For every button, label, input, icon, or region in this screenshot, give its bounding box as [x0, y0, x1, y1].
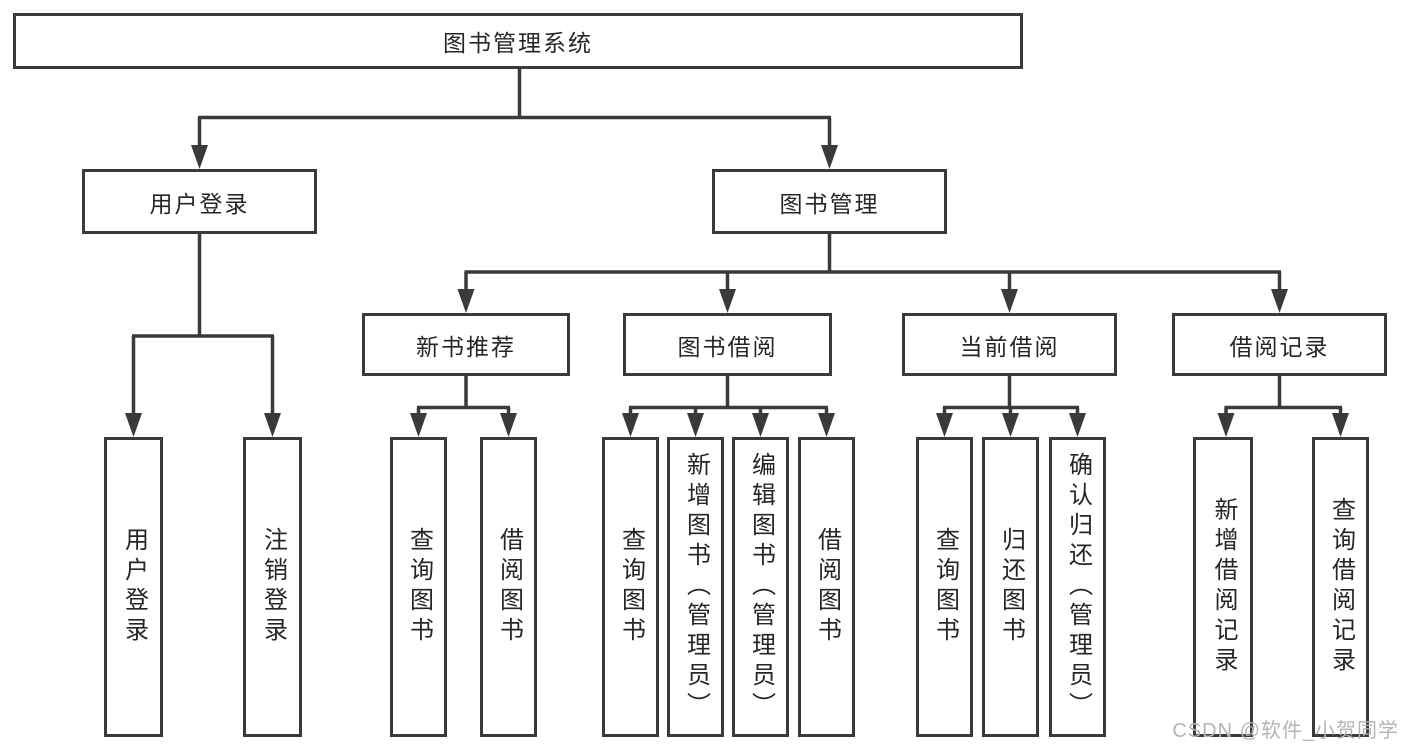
arrowhead-icon: [719, 289, 736, 313]
leaf-borrow-borrow-books: 借阅图书: [798, 437, 855, 737]
arrowhead-icon: [125, 413, 142, 437]
arrowhead-icon: [500, 413, 517, 437]
node-library-system: 图书管理系统: [13, 13, 1023, 69]
leaf-current-query-books-label: 查询图书: [931, 527, 959, 647]
leaf-logout: 注销登录: [243, 437, 302, 737]
node-book-management: 图书管理: [712, 169, 947, 234]
connector-recommend-to-leaves: [416, 376, 511, 416]
arrowhead-icon: [1001, 289, 1018, 313]
leaf-borrow-query-books: 查询图书: [602, 437, 659, 737]
arrowhead-icon: [1069, 413, 1086, 437]
node-book-borrow: 图书借阅: [623, 313, 832, 376]
node-current-borrow: 当前借阅: [902, 313, 1117, 376]
csdn-watermark: CSDN @软件_小贺同学: [1172, 720, 1399, 742]
node-book-borrow-label: 图书借阅: [677, 333, 778, 360]
node-new-book-recommend: 新书推荐: [362, 313, 570, 376]
leaf-records-query-record-label: 查询借阅记录: [1327, 497, 1355, 677]
arrowhead-icon: [1217, 413, 1235, 437]
arrowhead-icon: [264, 413, 281, 437]
leaf-logout-label: 注销登录: [259, 527, 287, 647]
leaf-recommend-query-books: 查询图书: [390, 437, 447, 737]
connector-current-to-leaves: [942, 376, 1080, 416]
arrowhead-icon: [622, 413, 639, 437]
leaf-current-return-books-label: 归还图书: [997, 527, 1025, 647]
leaf-current-query-books: 查询图书: [916, 437, 973, 737]
leaf-borrow-add-books-admin: 新增图书（管理员）: [667, 437, 724, 737]
node-new-book-recommend-label: 新书推荐: [416, 333, 516, 360]
leaf-user-login: 用户登录: [104, 437, 163, 737]
leaf-records-add-record: 新增借阅记录: [1193, 437, 1253, 737]
node-user-login-label: 用户登录: [149, 190, 250, 217]
leaf-records-add-record-label: 新增借阅记录: [1210, 497, 1237, 677]
leaf-borrow-edit-books-admin-label: 编辑图书（管理员）: [747, 452, 775, 722]
arrowhead-icon: [1332, 413, 1349, 437]
leaf-current-confirm-return-admin: 确认归还（管理员）: [1049, 437, 1106, 737]
arrowhead-icon: [410, 413, 427, 437]
leaf-current-confirm-return-admin-label: 确认归还（管理员）: [1064, 452, 1092, 722]
arrowhead-icon: [752, 413, 769, 437]
connector-mgmt-to-level3: [464, 234, 1282, 291]
arrowhead-icon: [1002, 413, 1019, 437]
arrowhead-icon: [818, 413, 835, 437]
node-borrow-records-label: 借阅记录: [1229, 333, 1330, 360]
leaf-recommend-borrow-books: 借阅图书: [480, 437, 537, 737]
node-current-borrow-label: 当前借阅: [959, 333, 1060, 360]
leaf-borrow-add-books-admin-label: 新增图书（管理员）: [682, 452, 710, 722]
arrowhead-icon: [1271, 289, 1288, 313]
connector-login-to-leaves: [131, 234, 275, 415]
node-library-system-label: 图书管理系统: [443, 30, 593, 56]
connector-borrow-to-leaves: [628, 376, 829, 416]
leaf-records-query-record: 查询借阅记录: [1312, 437, 1369, 737]
leaf-borrow-query-books-label: 查询图书: [617, 527, 645, 647]
node-book-management-label: 图书管理: [779, 190, 880, 217]
leaf-borrow-borrow-books-label: 借阅图书: [813, 527, 841, 647]
arrowhead-icon: [821, 145, 838, 169]
arrowhead-icon: [457, 289, 475, 313]
node-borrow-records: 借阅记录: [1172, 313, 1387, 376]
leaf-recommend-borrow-books-label: 借阅图书: [495, 527, 523, 647]
arrowhead-icon: [687, 413, 704, 437]
leaf-recommend-query-books-label: 查询图书: [405, 527, 433, 647]
connector-records-to-leaves: [1224, 376, 1343, 416]
arrowhead-icon: [936, 413, 953, 437]
leaf-user-login-label: 用户登录: [120, 527, 148, 647]
connector-root-to-level2: [197, 69, 832, 147]
arrowhead-icon: [191, 145, 208, 169]
leaf-borrow-edit-books-admin: 编辑图书（管理员）: [732, 437, 789, 737]
leaf-current-return-books: 归还图书: [982, 437, 1039, 737]
node-user-login: 用户登录: [82, 169, 317, 234]
